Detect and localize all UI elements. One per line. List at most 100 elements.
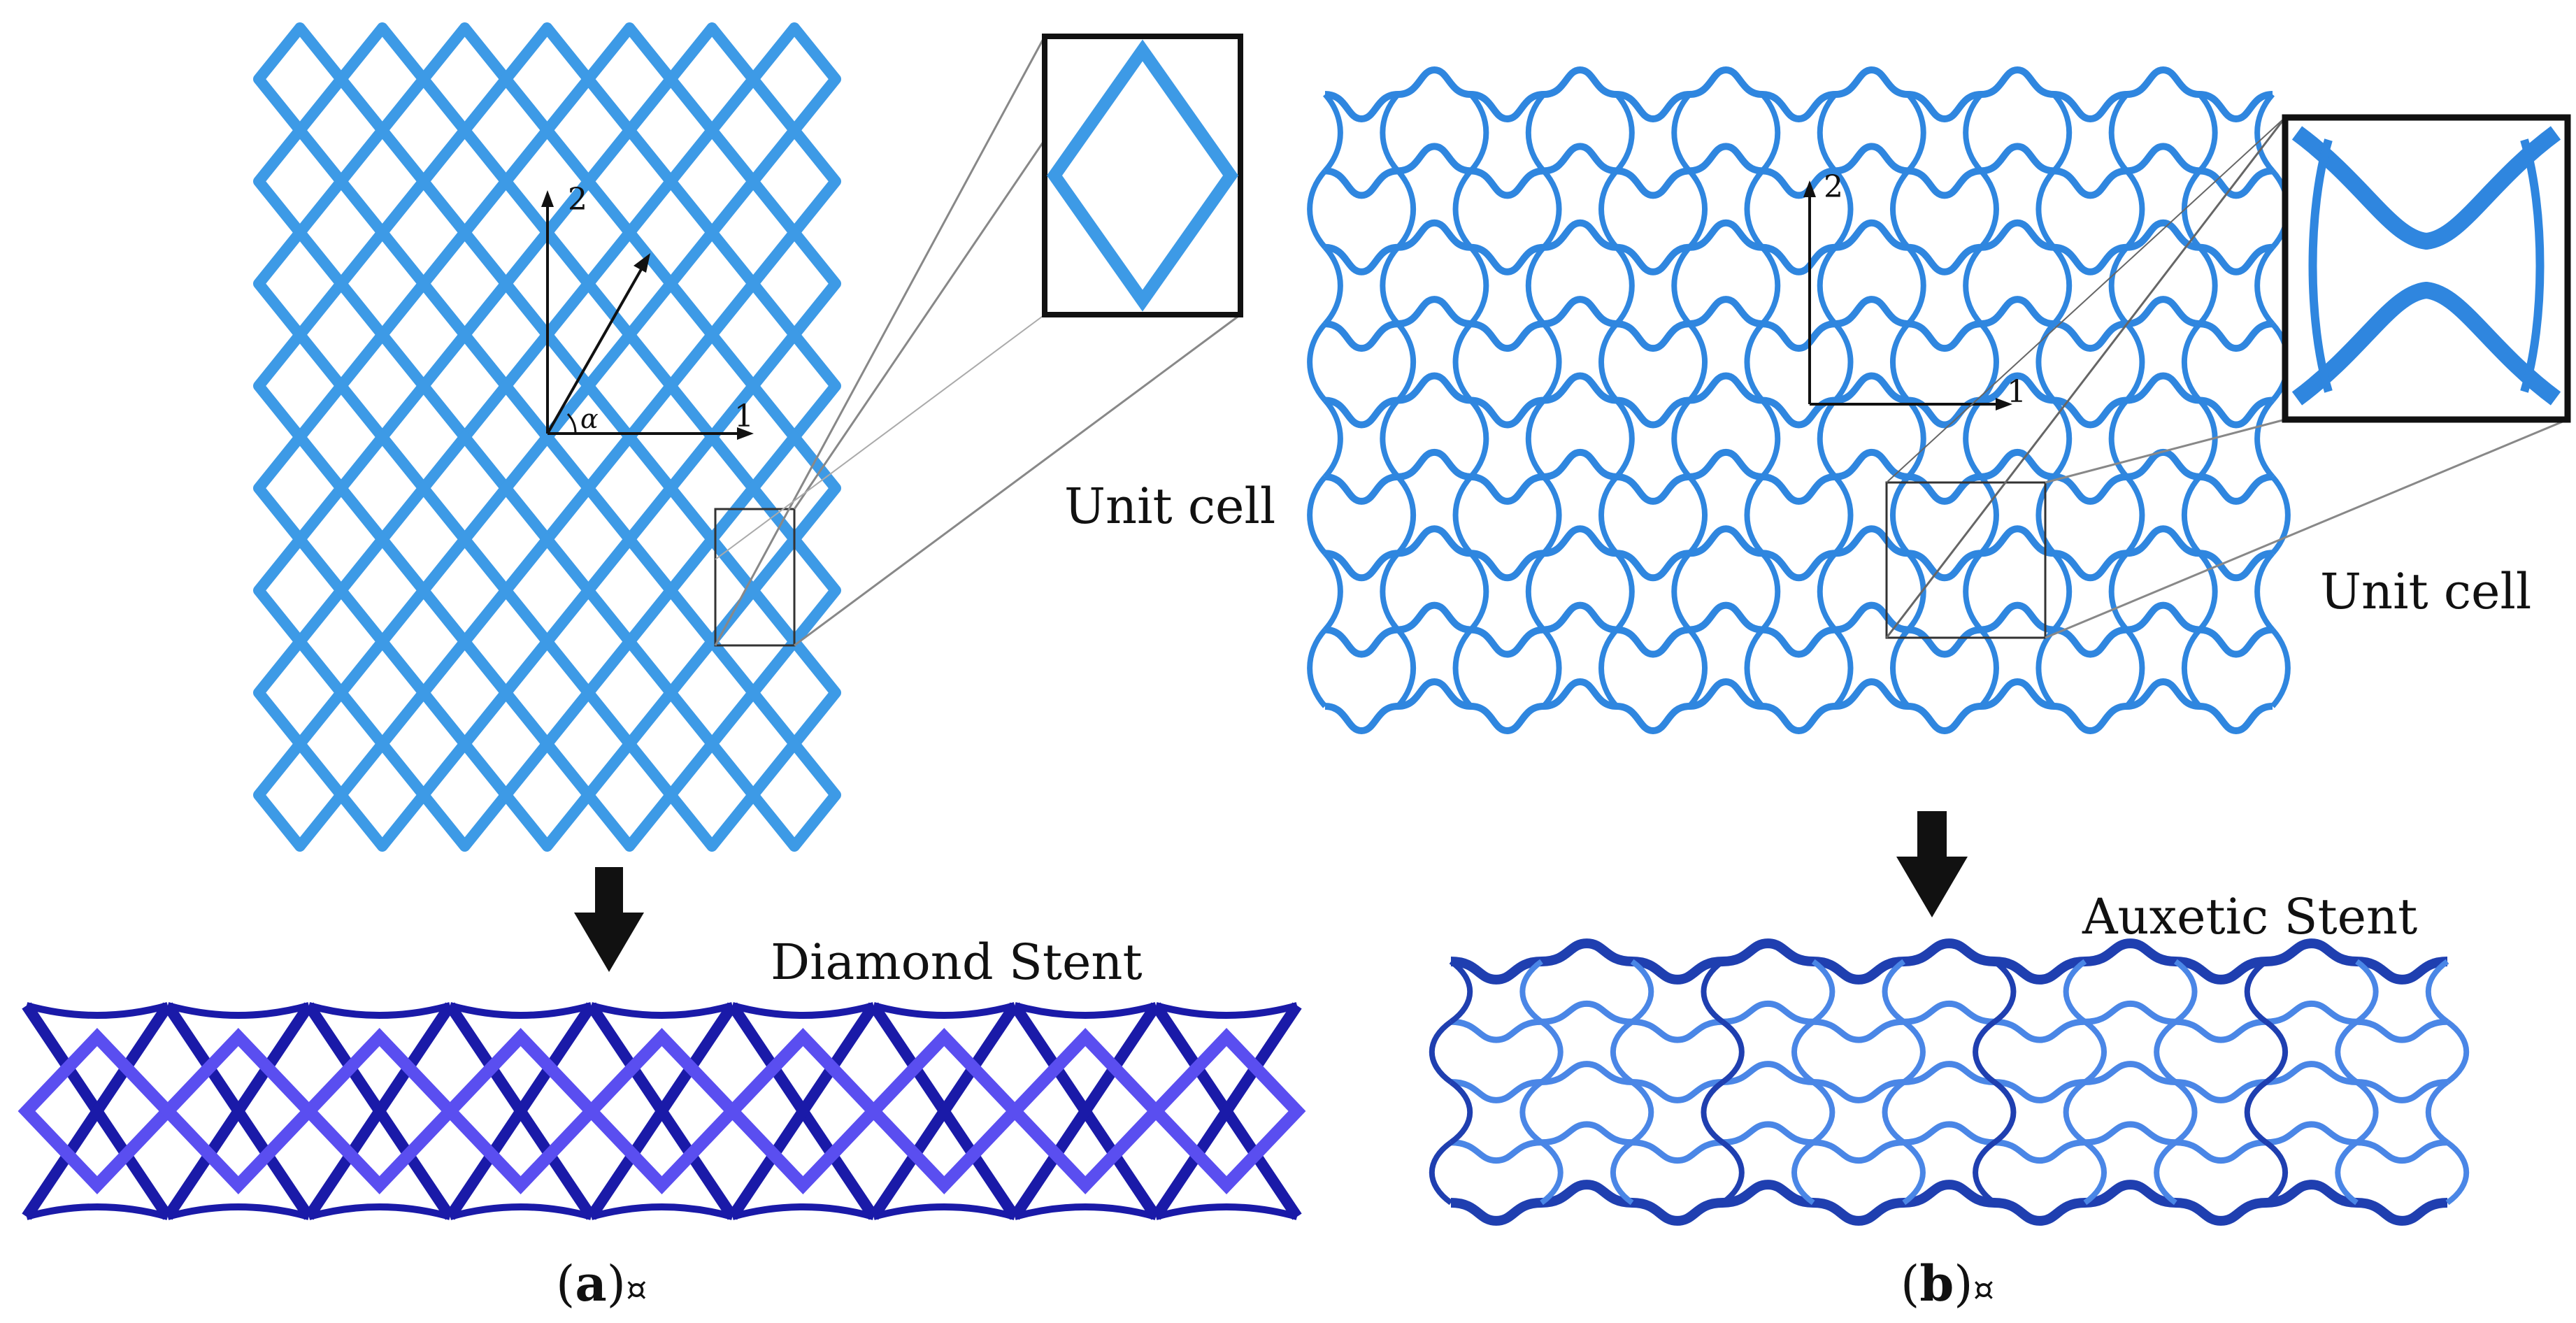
stent-b-connector bbox=[2264, 1019, 2289, 1085]
auxetic-connector bbox=[1525, 245, 1546, 326]
auxetic-connector bbox=[2124, 169, 2145, 250]
auxetic-connector bbox=[1744, 322, 1765, 403]
stent-a-strut bbox=[1010, 1002, 1161, 1220]
axis-1-label-a: 1 bbox=[734, 399, 754, 434]
diamond-cell bbox=[500, 636, 594, 750]
caption-a: (a)¤ bbox=[556, 1254, 647, 1313]
diamond-cell bbox=[335, 738, 429, 852]
stent-b-connector bbox=[1701, 1080, 1725, 1145]
auxetic-connector bbox=[2254, 92, 2275, 173]
auxetic-connector bbox=[1541, 475, 1562, 555]
stent-b-connector bbox=[2335, 1019, 2359, 1085]
stent-a-edge bbox=[166, 1002, 310, 1019]
stent-b-connector bbox=[1429, 1140, 1453, 1206]
stent-b-connector bbox=[1882, 1080, 1906, 1145]
auxetic-connector bbox=[1614, 92, 1635, 173]
stent-b-connector bbox=[1811, 1080, 1836, 1145]
auxetic-connector bbox=[1614, 551, 1635, 632]
diamond-cell bbox=[500, 22, 594, 136]
stent-b-connector bbox=[1721, 1140, 1745, 1206]
auxetic-connector bbox=[2181, 475, 2202, 555]
diamond-cell bbox=[500, 431, 594, 545]
diamond-cell bbox=[500, 534, 594, 648]
unit-cell-selection-b bbox=[1885, 117, 2568, 639]
auxetic-connector bbox=[2270, 627, 2291, 708]
auxetic-connector bbox=[1396, 475, 1417, 555]
diamond-cell bbox=[582, 738, 677, 852]
auxetic-connector bbox=[2035, 475, 2056, 555]
stent-a-edge bbox=[25, 1002, 169, 1019]
diamond-cell bbox=[665, 227, 759, 341]
stent-a-edge bbox=[25, 1203, 169, 1220]
stent-a-edge bbox=[1154, 1002, 1298, 1019]
auxetic-wave bbox=[1324, 372, 2273, 429]
stent-a-edge bbox=[590, 1002, 734, 1019]
unit-cell-zoom-b bbox=[2282, 114, 2571, 423]
auxetic-connector bbox=[1889, 475, 1910, 555]
stent-b-wave bbox=[1450, 1000, 2448, 1043]
auxetic-connector bbox=[2124, 627, 2145, 708]
unit-cell-zoom-a bbox=[1042, 34, 1243, 317]
auxetic-connector bbox=[1817, 551, 1838, 632]
auxetic-lattice bbox=[1307, 66, 2291, 735]
auxetic-connector bbox=[1671, 92, 1692, 173]
auxetic-connector bbox=[1833, 627, 1854, 708]
auxetic-connector bbox=[1687, 627, 1708, 708]
stent-b-connector bbox=[2154, 1140, 2177, 1206]
diamond-cell bbox=[417, 431, 512, 545]
auxetic-connector bbox=[1452, 169, 1473, 250]
diamond-lattice bbox=[253, 22, 841, 852]
auxetic-connector bbox=[1541, 627, 1562, 708]
auxetic-connector bbox=[1396, 322, 1417, 403]
diamond-cell bbox=[747, 22, 841, 136]
auxetic-connector bbox=[2052, 398, 2073, 479]
stent-b-connector bbox=[1449, 1080, 1473, 1145]
stent-b-connector bbox=[1519, 959, 1543, 1024]
auxetic-wave bbox=[1324, 143, 2273, 199]
stent-a-strut bbox=[586, 1002, 738, 1220]
stent-b-connector bbox=[1630, 959, 1654, 1024]
diamond-cell bbox=[253, 329, 347, 443]
caption-a-mark: ¤ bbox=[626, 1270, 647, 1309]
auxetic-connector bbox=[1760, 398, 1781, 479]
auxetic-connector bbox=[1817, 398, 1838, 479]
auxetic-connector bbox=[1889, 627, 1910, 708]
axis-2-label-a: 2 bbox=[568, 182, 587, 217]
auxetic-connector bbox=[1396, 169, 1417, 250]
auxetic-wave bbox=[1324, 219, 2273, 276]
stent-a-edge bbox=[308, 1002, 452, 1019]
auxetic-connector bbox=[1614, 245, 1635, 326]
auxetic-connector bbox=[2052, 551, 2073, 632]
stent-a-edge bbox=[1013, 1203, 1157, 1220]
auxetic-connector bbox=[2035, 169, 2056, 250]
auxetic-connector bbox=[2124, 475, 2145, 555]
auxetic-connector bbox=[1963, 551, 1984, 632]
auxetic-connector bbox=[1525, 551, 1546, 632]
stent-a-edge bbox=[1013, 1002, 1157, 1019]
auxetic-connector bbox=[1322, 551, 1343, 632]
auxetic-connector bbox=[1598, 627, 1619, 708]
auxetic-connector bbox=[2108, 398, 2129, 479]
auxetic-connector bbox=[1979, 322, 1999, 403]
stent-b-connector bbox=[1610, 1140, 1634, 1206]
auxetic-connector bbox=[2052, 245, 2073, 326]
diamond-cell bbox=[665, 431, 759, 545]
diamond-cell bbox=[417, 636, 512, 750]
diamond-cell bbox=[335, 227, 429, 341]
caption-b-mark: ¤ bbox=[1973, 1270, 1995, 1309]
diamond-cell bbox=[747, 124, 841, 238]
arrow-down-b bbox=[1896, 811, 1968, 917]
diamond-cell bbox=[335, 431, 429, 545]
stent-b-connector bbox=[1973, 1140, 1996, 1206]
stent-b-connector bbox=[1630, 1080, 1654, 1145]
auxetic-connector bbox=[2197, 551, 2218, 632]
diamond-cell bbox=[582, 329, 677, 443]
auxetic-connector bbox=[1322, 92, 1343, 173]
diamond-cell bbox=[417, 22, 512, 136]
auxetic-connector bbox=[2254, 398, 2275, 479]
auxetic-connector bbox=[1687, 475, 1708, 555]
auxetic-connector bbox=[1817, 245, 1838, 326]
caption-b-letter: b bbox=[1919, 1254, 1954, 1313]
auxetic-connector bbox=[1468, 245, 1489, 326]
auxetic-connector bbox=[1468, 551, 1489, 632]
